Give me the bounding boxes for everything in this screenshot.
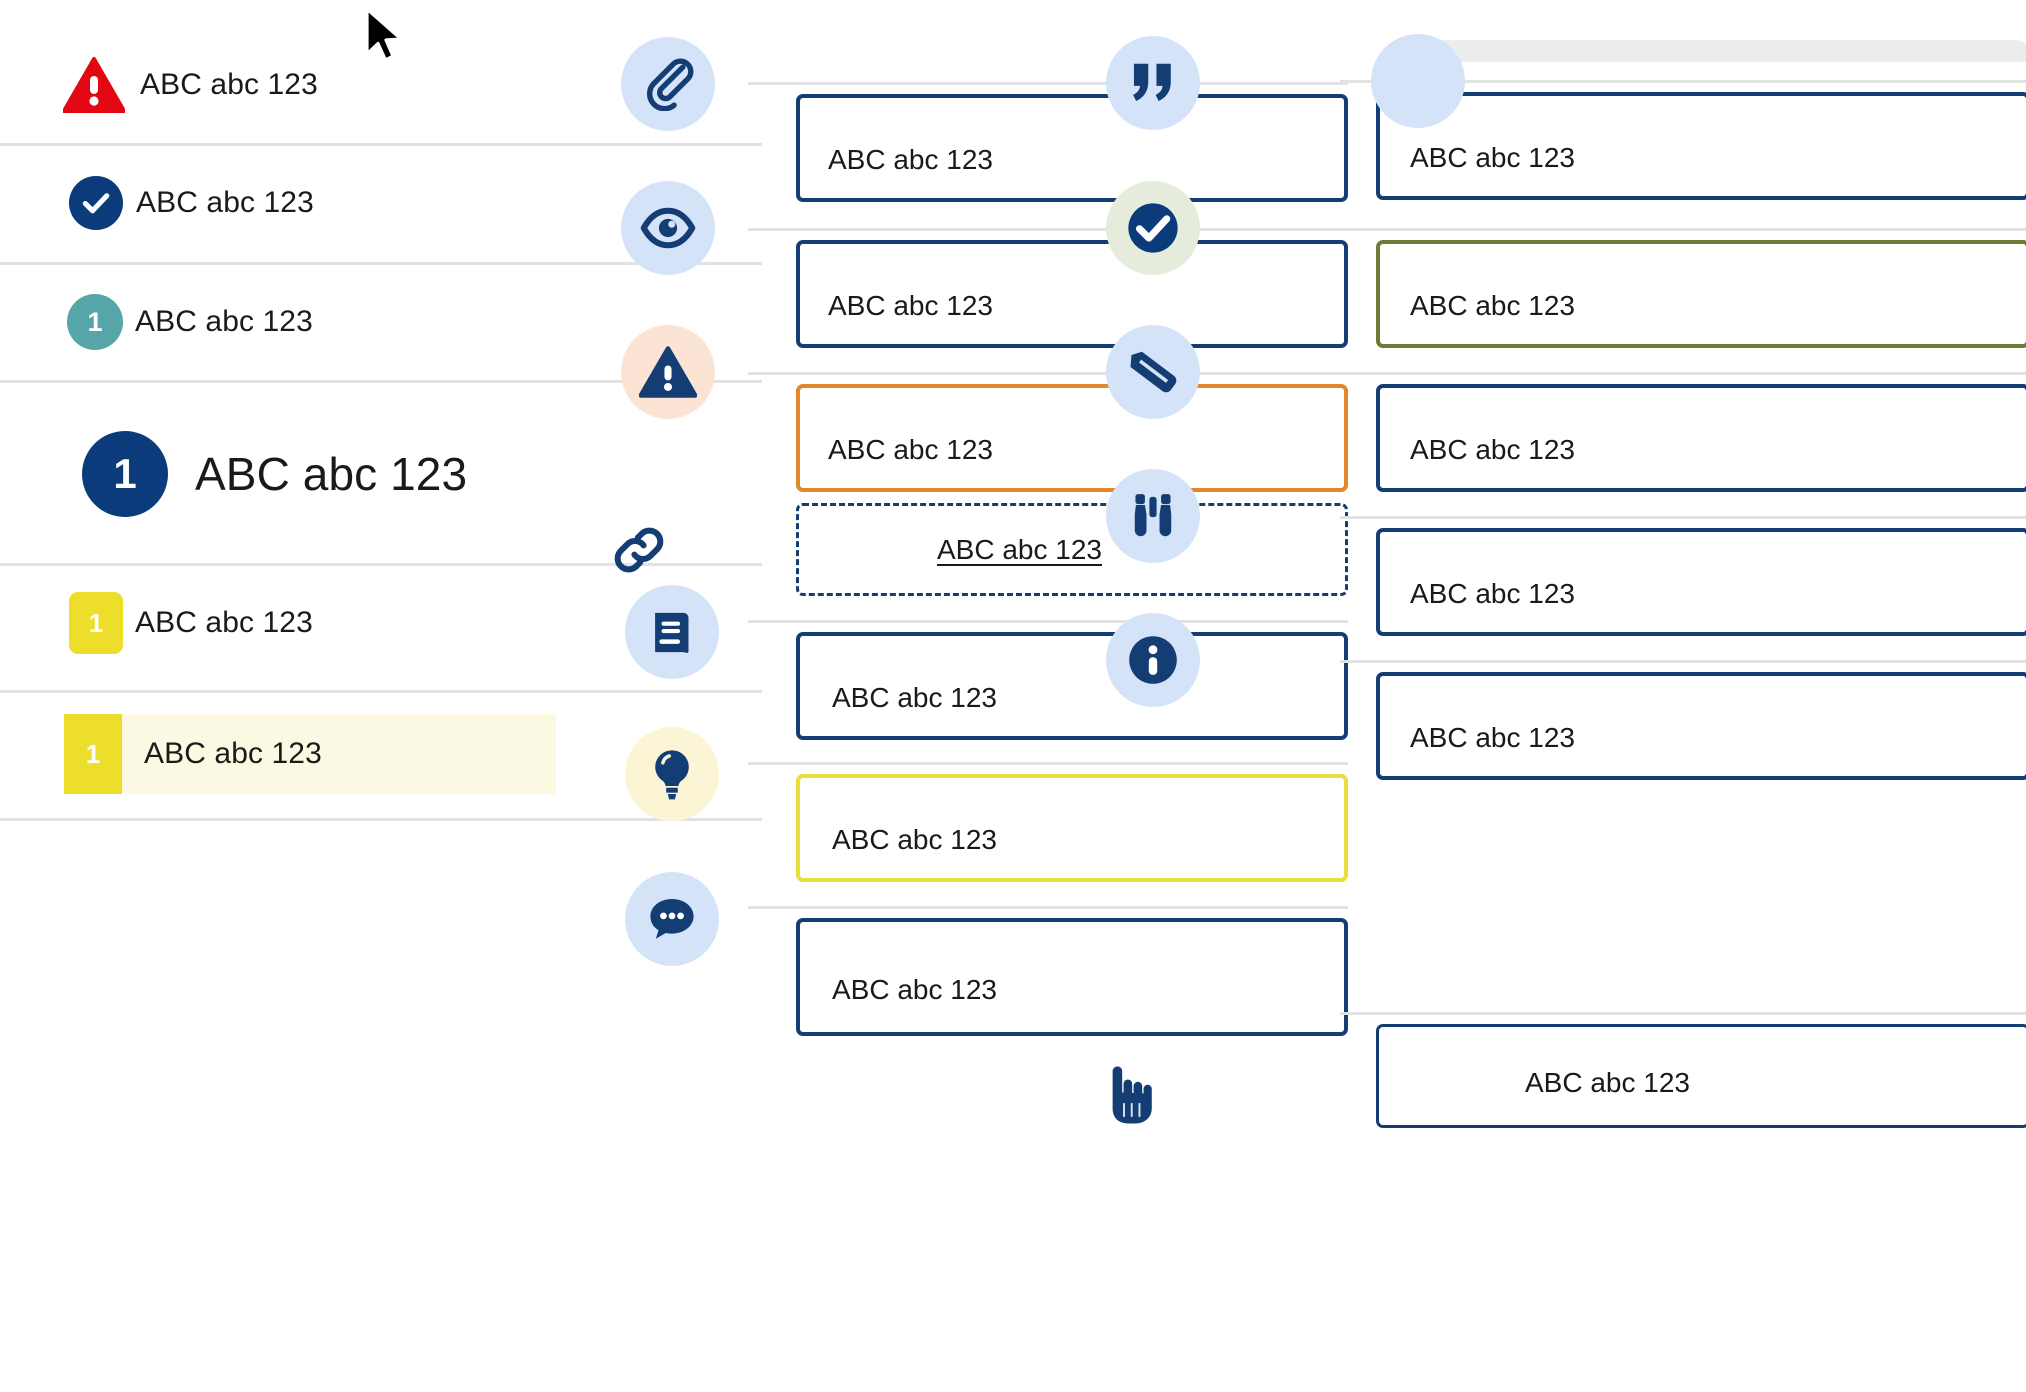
badge-number: 1 [64, 714, 122, 794]
card-separator [1340, 80, 2026, 83]
book-icon [625, 585, 719, 679]
card-separator [1340, 228, 2026, 231]
card-info[interactable]: ABC abc 123 [1376, 672, 2026, 780]
card-separator [1340, 372, 2026, 375]
quote-icon [1106, 36, 1200, 130]
card-separator [1340, 660, 2026, 663]
lightbulb-icon [625, 727, 719, 821]
sidebar-item-label: ABC abc 123 [140, 68, 318, 101]
check-circle-icon [1106, 181, 1200, 275]
card-label: ABC abc 123 [1410, 578, 1575, 609]
number-square-yellow-flat-badge: 1 [64, 714, 122, 794]
pointing-hand-icon [1094, 1062, 1154, 1133]
card-label: ABC abc 123 [832, 682, 997, 713]
card-separator [748, 228, 1348, 231]
card-separator [748, 82, 1348, 85]
card-tip[interactable]: ABC abc 123 [796, 774, 1348, 882]
sidebar-item-selected[interactable]: 1 ABC abc 123 [64, 714, 556, 794]
card-link-label[interactable]: ABC abc 123 [937, 534, 1102, 565]
sidebar-item-warning[interactable]: ABC abc 123 [0, 55, 762, 115]
card-label: ABC abc 123 [828, 434, 993, 465]
card-label: ABC abc 123 [828, 290, 993, 321]
sidebar-item-numbered-teal[interactable]: 1 ABC abc 123 [0, 294, 762, 350]
paperclip-icon [621, 37, 715, 131]
sidebar-separator [0, 262, 762, 265]
top-right-panel [1390, 40, 2026, 62]
card-separator [748, 372, 1348, 375]
card-separator [1340, 1012, 2026, 1015]
card-visibility[interactable]: ABC abc 123 [796, 240, 1348, 348]
number-circle-navy-large-badge: 1 [75, 431, 175, 517]
card-separator [748, 762, 1348, 765]
pencil-icon [1106, 325, 1200, 419]
card-comment[interactable]: ABC abc 123 [796, 918, 1348, 1036]
mouse-cursor [362, 6, 408, 73]
link-icon [610, 521, 668, 584]
card-label: ABC abc 123 [828, 144, 993, 175]
card-observe[interactable]: ABC abc 123 [1376, 528, 2026, 636]
info-circle-icon [1106, 613, 1200, 707]
card-label: ABC abc 123 [832, 974, 997, 1005]
sidebar-item-label: ABC abc 123 [144, 737, 322, 770]
sidebar-item-numbered-yellow[interactable]: 1 ABC abc 123 [0, 592, 762, 654]
number-circle-teal-badge: 1 [61, 294, 129, 350]
badge-number: 1 [69, 592, 123, 654]
card-link[interactable]: ABC abc 123 [796, 503, 1348, 596]
card-label: ABC abc 123 [1410, 722, 1575, 753]
sidebar-separator [0, 563, 762, 566]
sidebar-item-label: ABC abc 123 [195, 448, 468, 500]
card-confirmed[interactable]: ABC abc 123 [1376, 240, 2026, 348]
card-attachment[interactable]: ABC abc 123 [796, 94, 1348, 202]
card-edit[interactable]: ABC abc 123 [1376, 384, 2026, 492]
sidebar-item-label: ABC abc 123 [136, 186, 314, 219]
card-action[interactable]: ABC abc 123 [1376, 1024, 2026, 1128]
sidebar-item-label: ABC abc 123 [135, 305, 313, 338]
card-label: ABC abc 123 [832, 824, 997, 855]
card-separator [1340, 516, 2026, 519]
badge-number: 1 [82, 431, 168, 517]
sidebar-item-approved[interactable]: ABC abc 123 [0, 175, 762, 231]
sidebar-separator [0, 690, 762, 693]
badge-number: 1 [67, 294, 123, 350]
sidebar: ABC abc 123 ABC abc 123 1 ABC abc 123 [0, 0, 762, 1392]
sidebar-item-numbered-primary[interactable]: 1 ABC abc 123 [0, 430, 762, 518]
sidebar-separator [0, 818, 762, 821]
card-glossary[interactable]: ABC abc 123 [796, 632, 1348, 740]
binoculars-icon [1106, 469, 1200, 563]
warning-triangle-red-icon [58, 57, 130, 113]
sidebar-separator [0, 380, 762, 383]
sidebar-separator [0, 143, 762, 146]
comment-icon [625, 872, 719, 966]
card-warning[interactable]: ABC abc 123 [796, 384, 1348, 492]
card-label: ABC abc 123 [1410, 142, 1575, 173]
sidebar-item-label: ABC abc 123 [135, 606, 313, 639]
card-label: ABC abc 123 [1410, 290, 1575, 321]
card-quote[interactable]: ABC abc 123 [1376, 92, 2026, 200]
card-separator [748, 906, 1348, 909]
card-label: ABC abc 123 [1525, 1067, 1690, 1098]
paperclip-icon [1371, 34, 1465, 128]
card-separator [748, 620, 1348, 623]
warning-triangle-icon [621, 325, 715, 419]
number-square-yellow-badge: 1 [63, 592, 129, 654]
card-label: ABC abc 123 [1410, 434, 1575, 465]
check-circle-navy-icon [62, 176, 130, 230]
eye-icon [621, 181, 715, 275]
